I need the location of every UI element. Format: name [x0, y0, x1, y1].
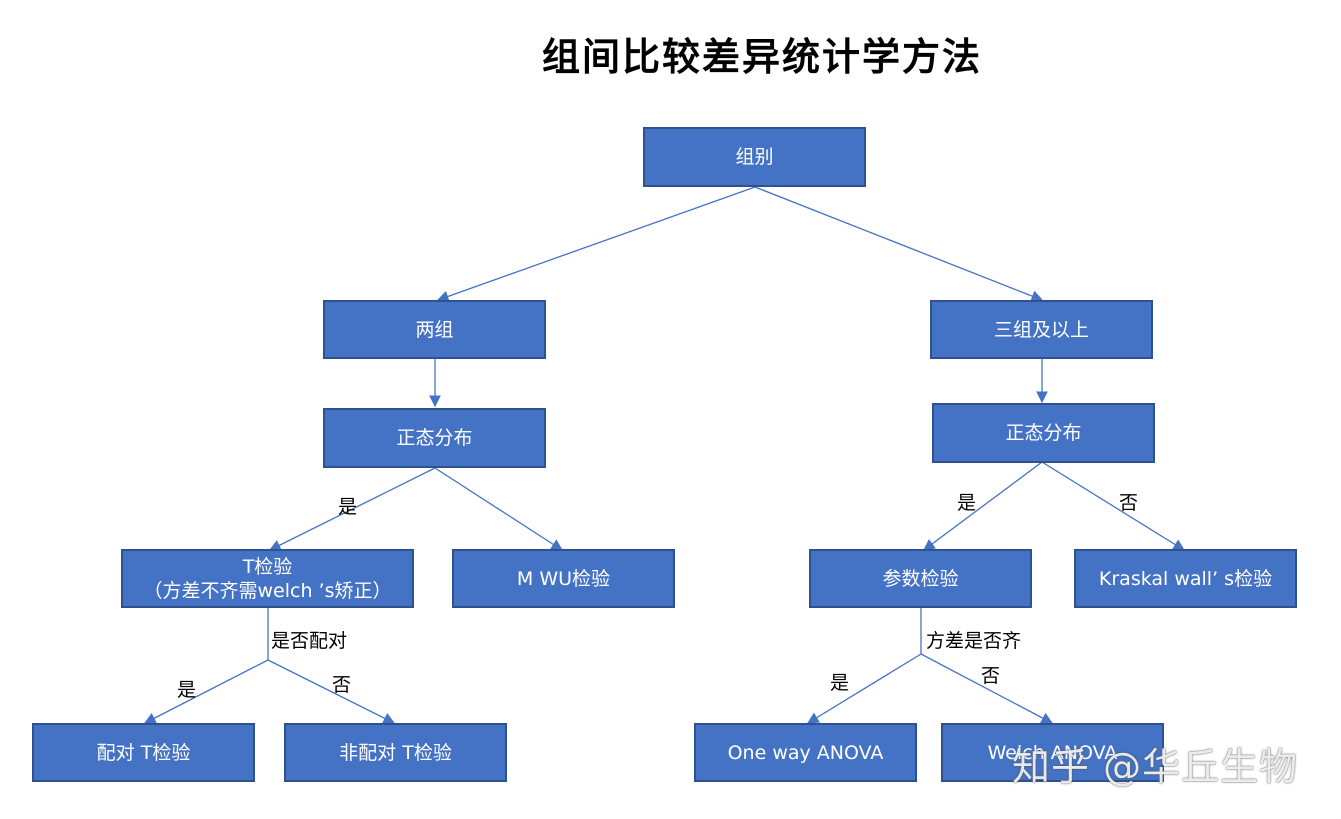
node-root-label: 组别	[735, 146, 774, 168]
label-yes-paired: 是	[177, 679, 197, 701]
node-normal-left: 正态分布	[323, 408, 546, 468]
edge-root-two-groups	[436, 186, 756, 302]
node-paired-t: 配对 T检验	[32, 723, 255, 782]
label-no-variance: 否	[981, 665, 1001, 687]
node-root: 组别	[643, 127, 866, 187]
label-equal-variance: 方差是否齐	[926, 630, 1022, 652]
node-normal-left-label: 正态分布	[396, 427, 473, 449]
edge-normal-mwu	[434, 467, 563, 551]
node-three-plus: 三组及以上	[930, 300, 1153, 359]
node-t-test-label: T检验	[242, 555, 293, 578]
node-t-test-note: （方差不齐需welch ’s矫正）	[143, 579, 392, 602]
node-param-test: 参数检验	[809, 549, 1032, 608]
node-unpaired-t: 非配对 T检验	[284, 723, 507, 782]
node-welch-anova: Welch ANOVA	[941, 723, 1164, 782]
node-three-plus-label: 三组及以上	[993, 318, 1089, 341]
label-yes-right-normal: 是	[957, 492, 977, 514]
node-welch-anova-label: Welch ANOVA	[987, 741, 1118, 764]
node-kruskal: Kraskal wall’ s检验	[1074, 549, 1297, 608]
node-t-test: T检验 （方差不齐需welch ’s矫正）	[121, 549, 414, 608]
label-yes-variance: 是	[830, 672, 850, 694]
node-one-way-anova: One way ANOVA	[694, 723, 917, 782]
node-two-groups-label: 两组	[415, 318, 454, 341]
label-is-paired: 是否配对	[271, 630, 348, 652]
node-kruskal-label: Kraskal wall’ s检验	[1098, 567, 1273, 590]
edge-normal-param	[923, 461, 1043, 551]
edge-split-paired	[143, 659, 269, 724]
edge-split-unpaired	[267, 659, 396, 724]
node-param-test-label: 参数检验	[882, 567, 959, 590]
node-mwu: M WU检验	[452, 549, 675, 608]
edge-split-welch	[920, 653, 1054, 724]
node-unpaired-t-label: 非配对 T检验	[339, 741, 452, 764]
edge-normal-t-test	[268, 467, 436, 551]
edge-normal-kruskal	[1041, 461, 1185, 551]
node-mwu-label: M WU检验	[516, 567, 611, 590]
node-two-groups: 两组	[323, 300, 546, 359]
node-one-way-anova-label: One way ANOVA	[727, 741, 884, 764]
edge-root-three-plus	[754, 186, 1044, 302]
node-normal-right-label: 正态分布	[1005, 422, 1082, 444]
watermark: 知乎 @华丘生物	[1012, 745, 1299, 789]
label-yes-left-normal: 是	[338, 496, 358, 518]
node-paired-t-label: 配对 T检验	[96, 741, 191, 764]
edge-split-oneway	[807, 653, 922, 724]
label-no-paired: 否	[332, 674, 352, 696]
label-no-right-normal: 否	[1119, 492, 1139, 514]
diagram-title: 组间比较差异统计学方法	[541, 35, 982, 79]
node-normal-right: 正态分布	[932, 403, 1155, 463]
